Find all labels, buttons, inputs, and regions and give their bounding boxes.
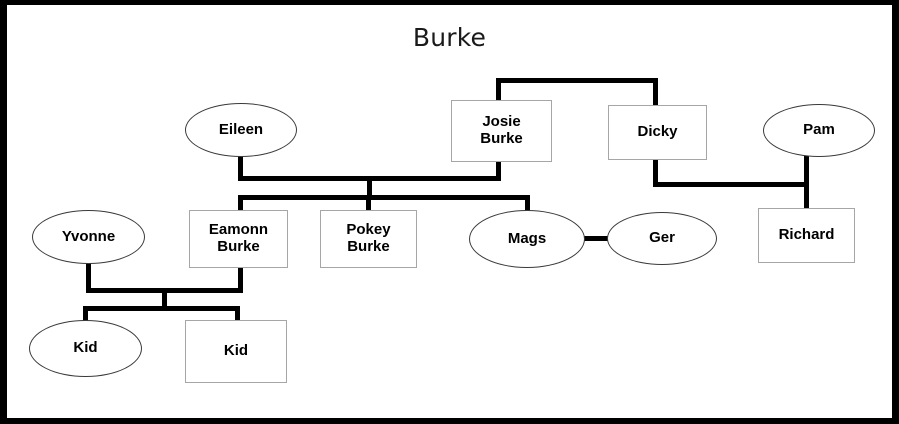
node-label-yvonne: Yvonne <box>61 227 116 245</box>
node-dicky[interactable]: Dicky <box>608 105 707 160</box>
connector-josie-dicky-top-bar <box>500 78 658 83</box>
node-label-eileen: Eileen <box>218 120 264 138</box>
node-eileen[interactable]: Eileen <box>185 103 297 157</box>
connector-kid2-up-stub <box>235 306 240 328</box>
node-kid2[interactable]: Kid <box>185 320 287 383</box>
connector-eamonn-down-stub <box>238 266 243 289</box>
node-label-kid2: Kid <box>223 342 249 360</box>
page-title: Burke <box>412 23 487 52</box>
node-label-pokey: Pokey Burke <box>346 221 391 255</box>
connector-pokey-up-stub <box>366 195 371 213</box>
node-josie[interactable]: Josie Burke <box>451 100 552 162</box>
node-mags[interactable]: Mags <box>469 210 585 268</box>
connector-mags-ger-spouse-bar <box>582 236 612 241</box>
node-label-richard: Richard <box>778 226 835 244</box>
connector-josie-top-stub <box>496 78 501 102</box>
connector-dicky-down-stub <box>653 158 658 183</box>
node-label-eamonn: Eamonn Burke <box>208 221 269 255</box>
node-label-ger: Ger <box>649 229 675 247</box>
connector-eileen-down-stub <box>238 155 243 179</box>
node-label-dicky: Dicky <box>637 123 678 141</box>
node-eamonn[interactable]: Eamonn Burke <box>189 210 288 268</box>
connector-mags-up-stub <box>525 195 530 217</box>
node-yvonne[interactable]: Yvonne <box>32 210 145 264</box>
connector-kid1-up-stub <box>83 306 88 328</box>
connector-josie-down-stub <box>496 160 501 179</box>
connector-richard-up-stub <box>804 182 809 210</box>
connector-dicky-pam-union-bar <box>653 182 808 187</box>
node-pam[interactable]: Pam <box>763 104 875 157</box>
node-richard[interactable]: Richard <box>758 208 855 263</box>
connector-union-drop-1 <box>367 176 372 197</box>
connector-children-bar-gen3 <box>83 306 240 311</box>
node-label-pam: Pam <box>803 121 835 139</box>
node-ger[interactable]: Ger <box>607 212 717 265</box>
connector-dicky-top-stub <box>653 78 658 107</box>
node-kid1[interactable]: Kid <box>29 320 142 377</box>
node-pokey[interactable]: Pokey Burke <box>320 210 417 268</box>
connector-children-bar-gen2 <box>238 195 529 200</box>
connector-union-drop-2 <box>162 288 167 308</box>
node-label-mags: Mags <box>507 229 547 247</box>
connector-yvonne-down-stub <box>86 261 91 289</box>
node-label-josie: Josie Burke <box>480 113 523 147</box>
node-label-kid1: Kid <box>73 339 98 357</box>
connector-pam-down-stub <box>804 155 809 183</box>
connector-eamonn-up-stub <box>238 195 243 213</box>
